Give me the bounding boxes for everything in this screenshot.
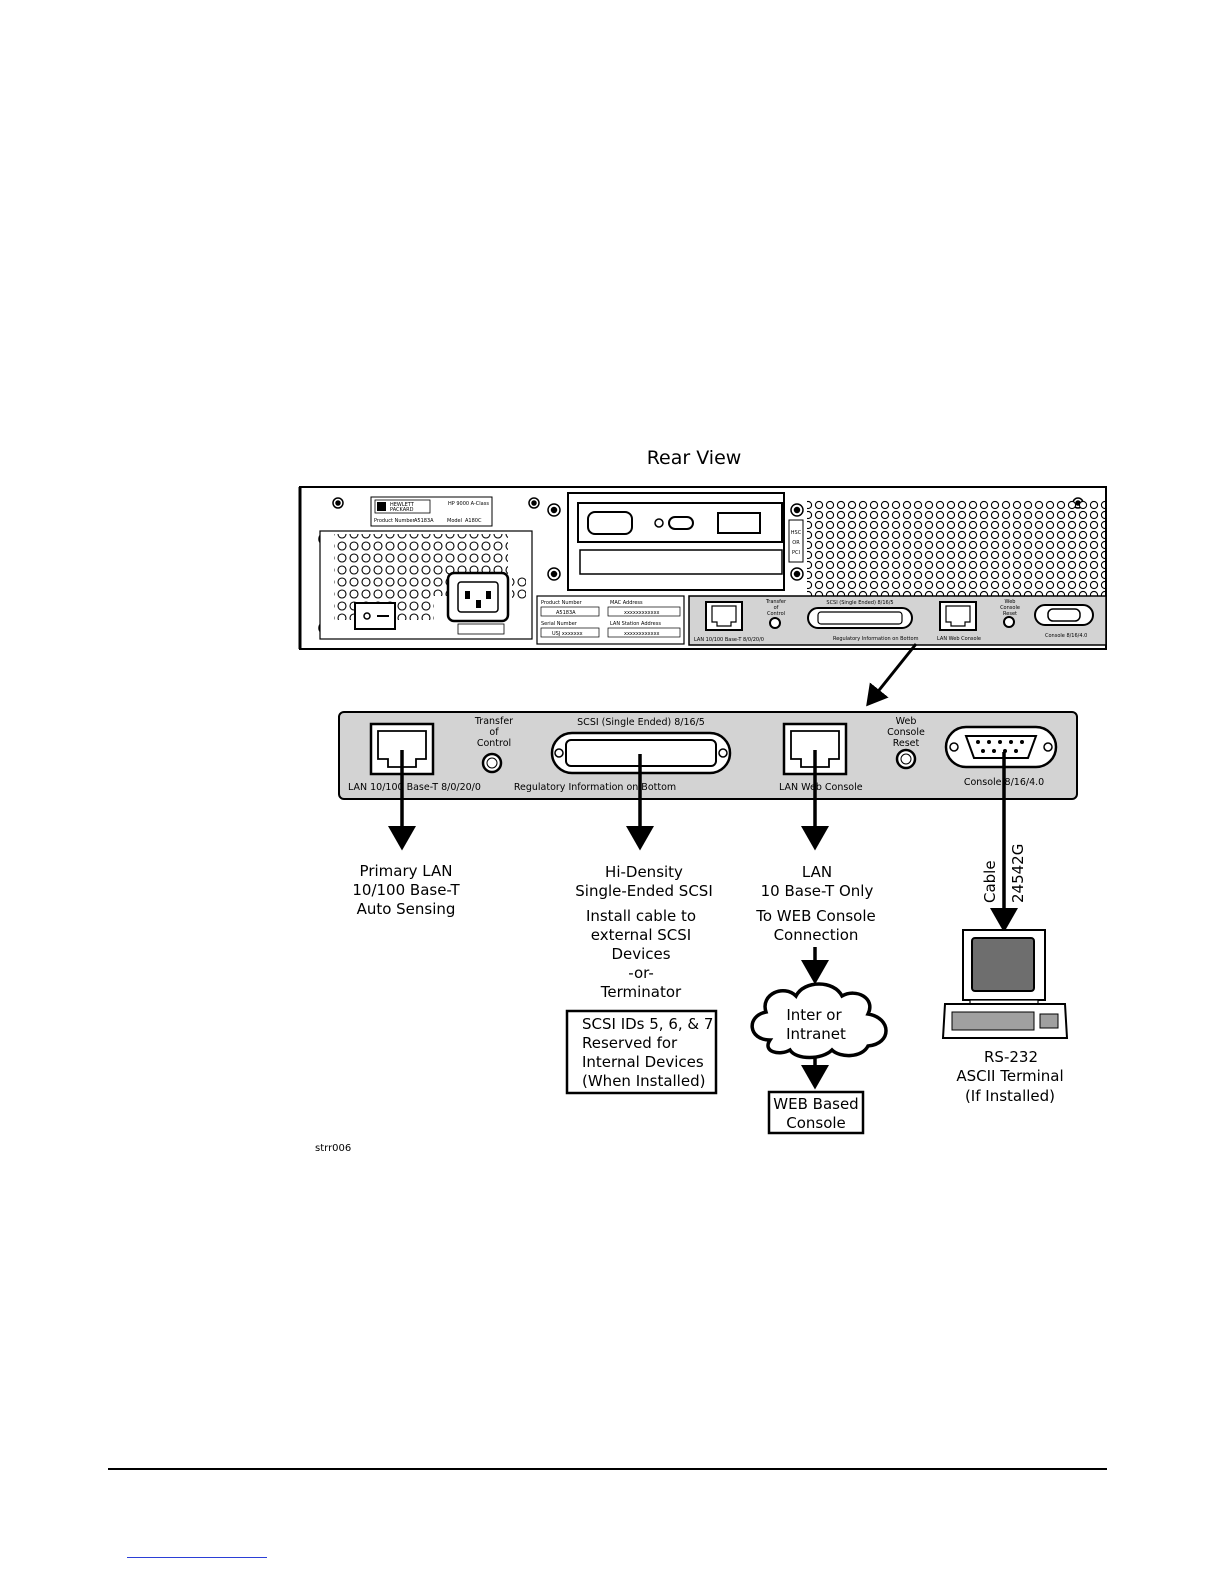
scsi-port-small-icon <box>717 512 761 534</box>
id-serial-number: USJ xxxxxxx <box>552 631 583 637</box>
scsi-install-3: Devices <box>611 945 670 963</box>
web-console-line-1: WEB Based <box>773 1095 858 1113</box>
vent-grille <box>807 500 1105 596</box>
terminal-line-1: RS-232 <box>984 1048 1038 1066</box>
pci-slot-cage: HSC OR PCI <box>567 492 804 591</box>
cloud-line-1: Inter or <box>786 1006 842 1024</box>
io-panel-detail: LAN 10/100 Base-T 8/0/20/0 Transfer of C… <box>338 711 1078 800</box>
small-lan-web-label: LAN Web Console <box>937 636 981 642</box>
footer-link[interactable] <box>127 1557 267 1558</box>
detail-reg-label: Regulatory Information on Bottom <box>514 782 676 793</box>
hp-logo-icon <box>377 502 386 511</box>
scsi-ids-box <box>565 1009 718 1095</box>
power-supply <box>319 530 533 640</box>
scsi-line-1: Hi-Density <box>605 863 683 881</box>
lan-web-line-1: LAN <box>802 863 832 881</box>
model-number: A180C <box>465 518 482 524</box>
footer-rule <box>108 1468 1107 1470</box>
hp-product-label: HEWLETT PACKARD HP 9000 A-Class Product … <box>370 496 493 527</box>
cable-label: Cable <box>981 860 999 903</box>
product-number-label: Product Number <box>374 518 416 524</box>
hsc-label-3: PCI <box>792 550 800 556</box>
diagram-title: Rear View <box>647 447 742 469</box>
web-reset-button-icon <box>1003 616 1015 628</box>
detail-web-reset-2: Console <box>887 727 925 738</box>
detail-toc-3: Control <box>477 738 511 749</box>
lan-web-line-2: 10 Base-T Only <box>761 882 874 900</box>
cable-number: 24542G <box>1009 844 1027 903</box>
brand-line-2: PACKARD <box>390 507 414 513</box>
small-toc-1: Transfer <box>765 599 787 605</box>
zoom-arrow <box>866 643 918 707</box>
small-reg-label: Regulatory Information on Bottom <box>833 636 919 642</box>
detail-web-reset-3: Reset <box>893 738 920 749</box>
small-web-reset-1: Web <box>1005 599 1016 605</box>
detail-lan-label: LAN 10/100 Base-T 8/0/20/0 <box>348 782 481 793</box>
small-scsi-label: SCSI (Single Ended) 8/16/5 <box>826 600 893 606</box>
toc-button-icon <box>769 617 781 629</box>
detail-scsi-label: SCSI (Single Ended) 8/16/5 <box>577 717 705 728</box>
id-mac-label: MAC Address <box>610 600 643 606</box>
cloud-line-2: Intranet <box>786 1025 846 1043</box>
scsi-ids-1: SCSI IDs 5, 6, & 7 <box>582 1015 713 1033</box>
scsi-callout: Hi-Density Single-Ended SCSI Install cab… <box>565 863 718 1095</box>
scsi-line-2: Single-Ended SCSI <box>575 882 713 900</box>
id-mac-value: xxxxxxxxxxxx <box>624 610 660 616</box>
model-series: HP 9000 A-Class <box>448 501 489 507</box>
primary-lan-line-2: 10/100 Base-T <box>352 881 460 899</box>
small-web-reset-2: Console <box>1000 605 1020 611</box>
scsi-install-4: -or- <box>628 964 654 982</box>
detail-lan-web-label: LAN Web Console <box>779 782 863 793</box>
hsc-label-1: HSC <box>791 530 802 536</box>
figure-id: strr006 <box>315 1143 351 1154</box>
terminal-line-3: (If Installed) <box>965 1087 1055 1105</box>
lan-web-to-1: To WEB Console <box>755 907 875 925</box>
id-lan-station-label: LAN Station Address <box>610 621 661 627</box>
hsc-label-2: OR <box>792 540 800 546</box>
detail-toc-2: of <box>489 727 499 738</box>
small-toc-3: Control <box>767 611 785 617</box>
primary-lan-line-1: Primary LAN <box>360 862 453 880</box>
small-toc-2: of <box>774 605 779 611</box>
terminal-line-2: ASCII Terminal <box>956 1067 1063 1085</box>
brand-line-1: HEWLETT <box>390 502 415 508</box>
small-web-reset-3: Reset <box>1003 611 1017 617</box>
model-label: Model <box>447 518 462 524</box>
cloud-icon <box>750 982 888 1060</box>
lan-web-callout: LAN 10 Base-T Only To WEB Console Connec… <box>750 863 888 1135</box>
serial-port-icon <box>587 511 633 535</box>
scsi-ids-3: Internal Devices <box>582 1053 704 1071</box>
ascii-terminal-icon: RS-232 ASCII Terminal (If Installed) <box>941 929 1069 1105</box>
detail-web-reset-1: Web <box>896 716 917 727</box>
scsi-ids-4: (When Installed) <box>582 1072 705 1090</box>
web-console-line-2: Console <box>786 1114 846 1132</box>
server-rear-panel: HEWLETT PACKARD HP 9000 A-Class Product … <box>298 486 1107 650</box>
io-panel-small: LAN 10/100 Base-T 8/0/20/0 Transfer of C… <box>688 595 1107 646</box>
small-lan-label: LAN 10/100 Base-T 8/0/20/0 <box>694 637 764 643</box>
detail-toc-1: Transfer <box>474 716 513 727</box>
id-labels: Product Number A5183A Serial Number USJ … <box>536 595 685 645</box>
id-product-number: A5183A <box>556 610 576 616</box>
id-lan-station-value: xxxxxxxxxxxx <box>624 631 660 637</box>
primary-lan-line-3: Auto Sensing <box>357 900 456 918</box>
scsi-ids-2: Reserved for <box>582 1034 678 1052</box>
scsi-install-2: external SCSI <box>591 926 691 944</box>
product-number: A5183A <box>414 518 434 524</box>
id-product-number-label: Product Number <box>541 600 583 606</box>
lan-web-to-2: Connection <box>774 926 859 944</box>
web-console-box <box>767 1090 865 1135</box>
scsi-install-5: Terminator <box>600 983 682 1001</box>
primary-lan-callout: Primary LAN 10/100 Base-T Auto Sensing <box>352 862 460 918</box>
scsi-install-1: Install cable to <box>586 907 696 925</box>
small-console-label: Console 8/16/4.0 <box>1045 633 1087 639</box>
id-serial-number-label: Serial Number <box>541 621 578 627</box>
